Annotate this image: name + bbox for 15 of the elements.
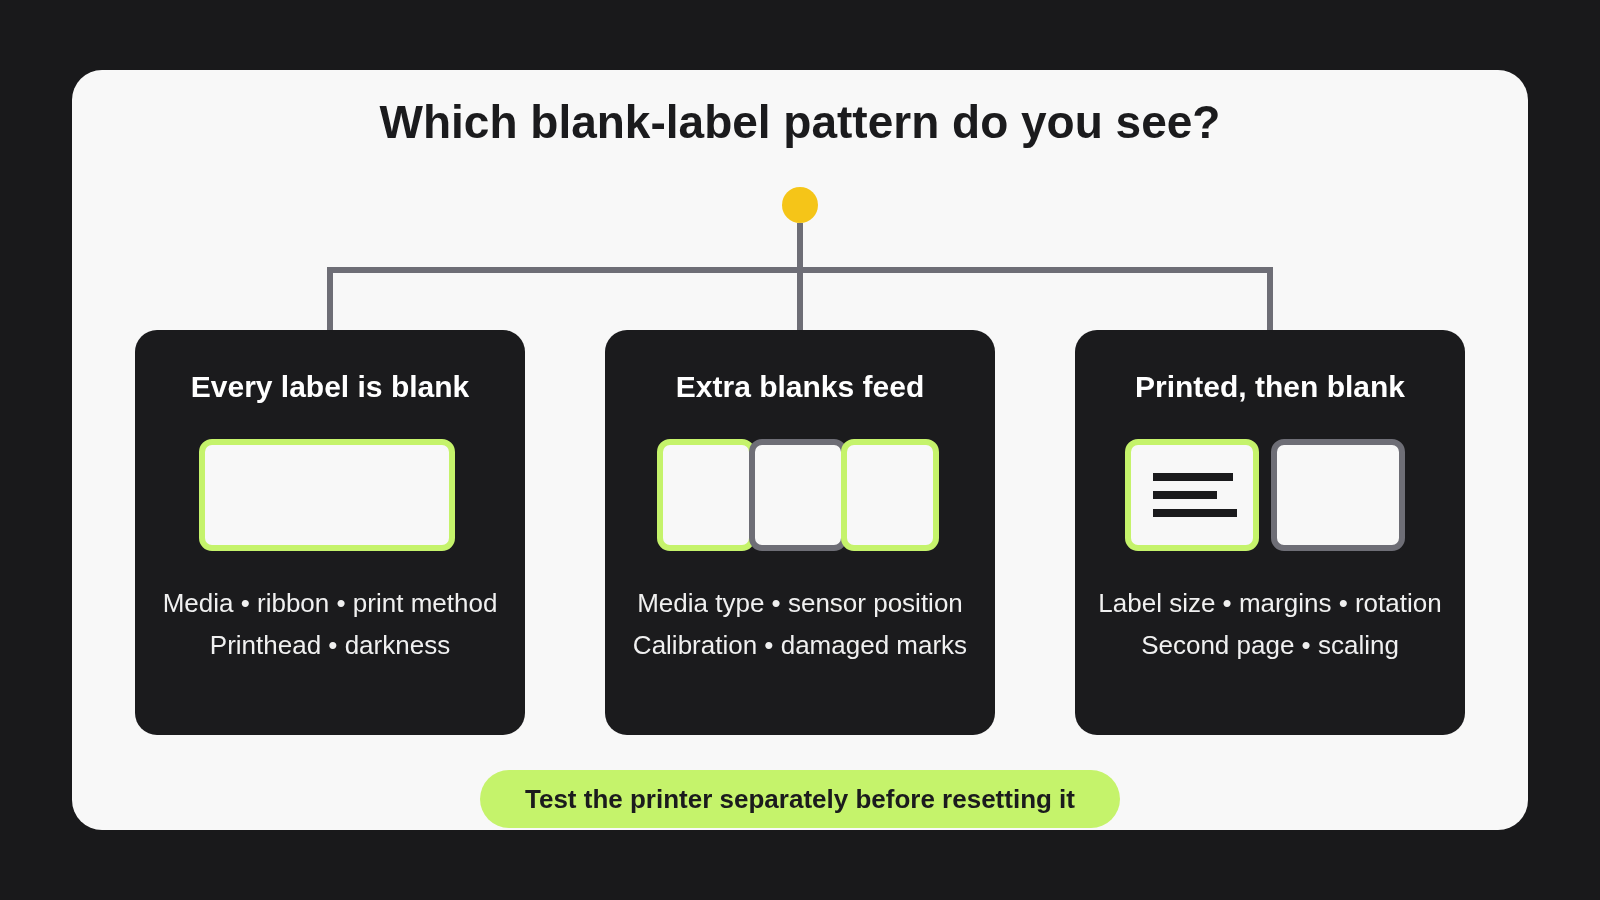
title: Which blank-label pattern do you see? [378, 95, 1222, 149]
category-card [135, 330, 525, 735]
cause-list-text: Calibration • damaged marks [631, 630, 969, 661]
card-heading: Printed, then blank [1134, 370, 1406, 404]
cause-list-text: Label size • margins • rotation [1097, 588, 1443, 619]
card-heading: Extra blanks feed [674, 370, 926, 404]
cause-list-text: Media • ribbon • print method [161, 588, 499, 619]
cause-list-text: Second page • scaling [1140, 630, 1400, 661]
cause-list-text: Media type • sensor position [636, 588, 964, 619]
cause-list-text: Printhead • darkness [208, 630, 452, 661]
card-heading: Every label is blank [189, 370, 471, 404]
category-card [605, 330, 995, 735]
note-banner [480, 770, 1120, 828]
category-card [1075, 330, 1465, 735]
note-text: Test the printer separately before resetting it [525, 783, 1075, 815]
